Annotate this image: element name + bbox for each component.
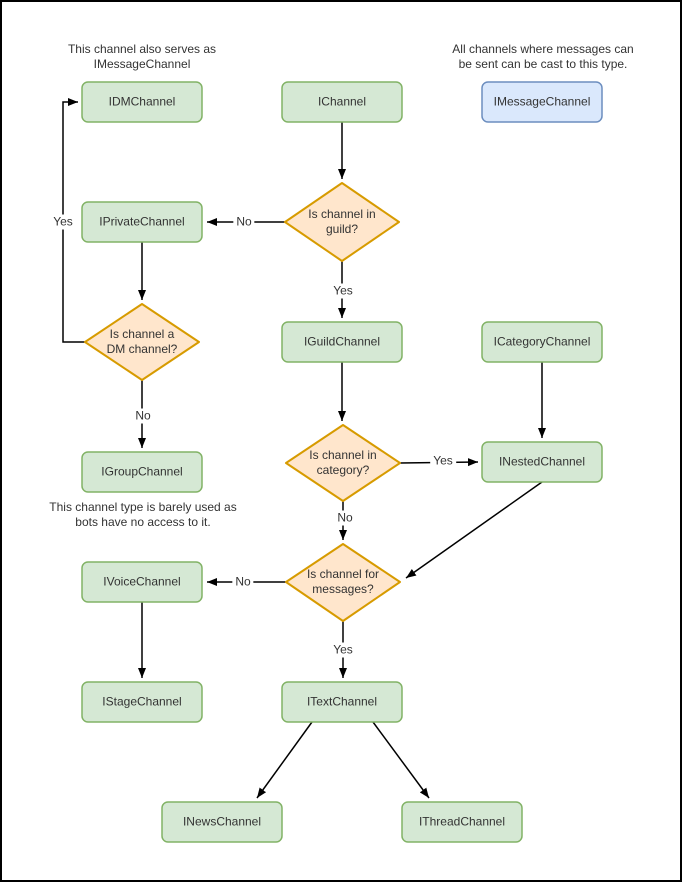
decision-guild-diamond (284, 182, 400, 262)
node-itextchannel-box (281, 681, 403, 723)
note-imessagechannel: All channels where messages can be sent … (452, 42, 633, 72)
decision-label-guild: Is channel in guild? (308, 207, 375, 237)
edge-label-category-yes: Yes (430, 453, 456, 469)
node-ichannel-box (281, 81, 403, 123)
node-idmchannel-box (81, 81, 203, 123)
node-imessagechannel-box (481, 81, 603, 123)
node-label-igroupchannel: IGroupChannel (101, 464, 183, 479)
decision-label-dm: Is channel a DM channel? (107, 327, 178, 357)
edge-label-messages-yes: Yes (330, 642, 356, 658)
note-igroupchannel-line-2: bots have no access to it. (75, 515, 211, 529)
node-label-iprivatechannel: IPrivateChannel (99, 214, 185, 229)
decision-label-dm-line-1: Is channel a (109, 327, 175, 341)
node-ithreadchannel-box (401, 801, 523, 843)
note-idmchannel-line-1: This channel also serves as (67, 42, 217, 56)
decision-messages-diamond (285, 543, 401, 622)
decision-label-guild-line-1: Is channel in (308, 207, 376, 221)
node-icategorychannel-box (481, 321, 603, 363)
note-idmchannel-line-2: IMessageChannel (93, 57, 191, 71)
edge-label-dm-yes: Yes (50, 214, 76, 230)
note-imessagechannel-line-2: be sent can be cast to this type. (458, 57, 628, 71)
node-iguildchannel-box (281, 321, 403, 363)
note-idmchannel: This channel also serves as IMessageChan… (68, 42, 216, 72)
decision-label-category-line-2: category? (316, 463, 370, 477)
node-istagechannel-box (81, 681, 203, 723)
node-label-ivoicechannel: IVoiceChannel (103, 574, 181, 589)
edge-label-guild-yes: Yes (330, 283, 356, 299)
edge-label-category-no: No (334, 510, 356, 526)
node-label-inewschannel: INewsChannel (182, 814, 262, 829)
node-label-idmchannel: IDMChannel (108, 94, 176, 109)
node-label-icategorychannel: ICategoryChannel (493, 334, 591, 349)
node-inestedchannel-box (481, 441, 603, 483)
node-igroupchannel-box (81, 451, 203, 493)
decision-label-dm-line-2: DM channel? (106, 342, 178, 356)
node-label-imessagechannel: IMessageChannel (493, 94, 591, 109)
note-igroupchannel: This channel type is barely used as bots… (49, 500, 236, 530)
node-iprivatechannel-box (81, 201, 203, 243)
node-label-inestedchannel: INestedChannel (498, 454, 586, 469)
decision-label-messages: Is channel for messages? (307, 567, 379, 597)
note-igroupchannel-line-1: This channel type is barely used as (49, 500, 237, 514)
decision-label-messages-line-1: Is channel for (306, 567, 380, 581)
note-imessagechannel-line-1: All channels where messages can (452, 42, 634, 56)
decision-label-messages-line-2: messages? (312, 582, 374, 596)
node-label-ichannel: IChannel (317, 94, 367, 109)
edge-label-messages-no: No (232, 574, 254, 590)
edge-inestedchannel-to-messages-decision (405, 481, 543, 579)
edge-label-dm-no: No (132, 408, 154, 424)
edge-label-guild-no: No (233, 214, 255, 230)
decision-dm-diamond (84, 303, 200, 381)
node-label-iguildchannel: IGuildChannel (303, 334, 381, 349)
node-label-istagechannel: IStageChannel (102, 694, 182, 709)
node-label-ithreadchannel: IThreadChannel (418, 814, 506, 829)
decision-category-diamond (285, 424, 401, 502)
edge-itextchannel-to-ithreadchannel (372, 721, 430, 799)
node-inewschannel-box (161, 801, 283, 843)
decision-label-guild-line-2: guild? (325, 222, 359, 236)
decision-label-category-line-1: Is channel in (309, 448, 377, 462)
edge-itextchannel-to-inewschannel (256, 721, 313, 799)
node-ivoicechannel-box (81, 561, 203, 603)
node-label-itextchannel: ITextChannel (306, 694, 378, 709)
decision-label-category: Is channel in category? (309, 448, 376, 478)
